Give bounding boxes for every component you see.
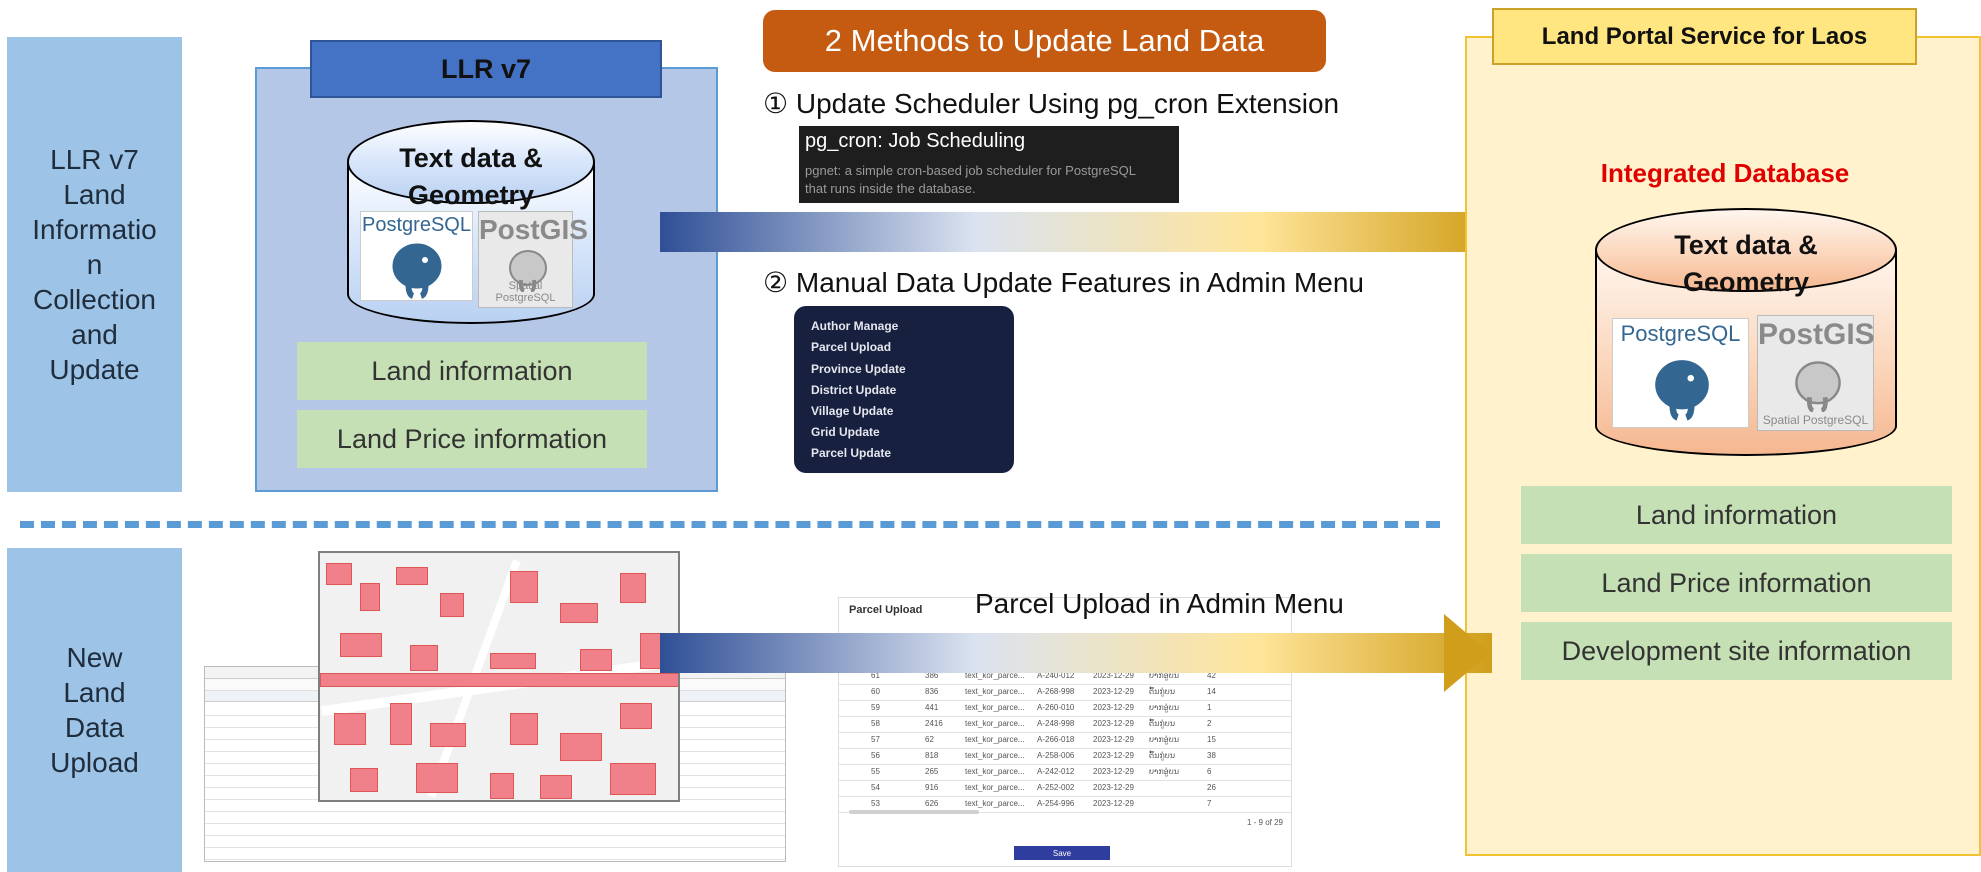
table-row: 55 265 text_kor_parce... A-242-012 2023-… (839, 764, 1291, 781)
admin-menu-item-parcel-update[interactable]: Parcel Update (811, 446, 892, 460)
pg-cron-panel: pg_cron: Job Scheduling pgnet: a simple … (799, 126, 1179, 203)
map-parcel (320, 673, 678, 687)
map-parcel (510, 571, 538, 603)
map-parcel (440, 593, 464, 617)
map-parcel (620, 573, 646, 603)
postgis-logo-text: PostGIS (1758, 318, 1875, 351)
admin-menu-item-parcel-upload[interactable]: Parcel Upload (811, 340, 892, 354)
postgis-logo: PostGIS Spatial PostgreSQL (478, 211, 588, 308)
admin-menu-item-province-update[interactable]: Province Update (811, 362, 906, 376)
map-parcel (560, 733, 602, 761)
method-2-label: ② Manual Data Update Features in Admin M… (763, 267, 1364, 298)
elephant-icon (1795, 361, 1841, 412)
admin-menu-item-author-manage[interactable]: Author Manage (811, 319, 899, 333)
parcel-map-screenshot (318, 551, 680, 802)
methods-banner: 2 Methods to Update Land Data (763, 10, 1326, 72)
table-row: 58 2416 text_kor_parce... A-248-998 2023… (839, 716, 1291, 733)
map-parcel (510, 713, 538, 745)
map-parcel (334, 713, 366, 745)
admin-menu-item-district-update[interactable]: District Update (811, 383, 897, 397)
portal-land-information-box: Land information (1521, 486, 1952, 544)
table-row (205, 847, 785, 860)
table-row (205, 811, 785, 824)
elephant-icon (509, 250, 547, 292)
table-row: 56 818 text_kor_parce... A-258-006 2023-… (839, 748, 1291, 765)
admin-menu-panel: Author Manage Parcel Upload Province Upd… (794, 306, 1014, 473)
section-divider (20, 521, 1440, 528)
admin-menu-item-village-update[interactable]: Village Update (811, 404, 894, 418)
parcel-upload-header: Parcel Upload (849, 604, 923, 616)
postgis-logo: PostGIS Spatial PostgreSQL (1757, 315, 1875, 431)
portal-db-label: Text data & Geometry (1674, 230, 1818, 297)
map-parcel (560, 603, 598, 623)
map-parcel (430, 723, 466, 747)
section-label-new-upload: New Land Data Upload (7, 548, 182, 872)
postgis-logo-subtext: Spatial PostgreSQL (495, 280, 556, 304)
portal-development-site-box: Development site information (1521, 622, 1952, 680)
map-parcel (490, 653, 536, 669)
postgresql-logo-text: PostgreSQL (1620, 321, 1741, 346)
parcel-upload-caption: Parcel Upload in Admin Menu (975, 588, 1344, 619)
table-row: 60 836 text_kor_parce... A-268-998 2023-… (839, 684, 1291, 701)
elephant-icon (389, 240, 445, 299)
llr-land-information-box: Land information (297, 342, 647, 400)
table-row (205, 799, 785, 812)
pg-cron-description: pgnet: a simple cron-based job scheduler… (805, 163, 1136, 196)
map-parcel (580, 649, 612, 671)
elephant-icon (1651, 356, 1713, 421)
admin-menu-item-grid-update[interactable]: Grid Update (811, 425, 880, 439)
section-label-llr-update: LLR v7 Land Informatio n Collection and … (7, 37, 182, 492)
map-parcel (396, 567, 428, 585)
map-parcel (326, 563, 352, 585)
table-row (205, 835, 785, 848)
map-parcel (540, 775, 572, 799)
table-row: 53 626 text_kor_parce... A-254-996 2023-… (839, 796, 1291, 813)
map-parcel (350, 768, 378, 792)
map-parcel (490, 773, 514, 799)
postgresql-logo: PostgreSQL (360, 211, 473, 301)
postgis-logo-text: PostGIS (479, 214, 588, 245)
table-row: 57 62 text_kor_parce... A-266-018 2023-1… (839, 732, 1291, 749)
portal-title: Land Portal Service for Laos (1492, 8, 1917, 65)
table-row: 61 386 text_kor_parce... A-240-012 2023-… (839, 668, 1291, 685)
map-parcel (416, 763, 458, 793)
llr-title: LLR v7 (310, 40, 662, 98)
llr-db-label: Text data & Geometry (399, 143, 543, 210)
postgresql-logo: PostgreSQL (1612, 318, 1749, 428)
integrated-database-label: Integrated Database (1600, 158, 1850, 188)
method-1-label: ① Update Scheduler Using pg_cron Extensi… (763, 88, 1340, 119)
table-scrollbar[interactable] (849, 810, 979, 814)
table-row: 59 441 text_kor_parce... A-260-010 2023-… (839, 700, 1291, 717)
portal-land-price-box: Land Price information (1521, 554, 1952, 612)
map-parcel (410, 645, 438, 671)
map-parcel (620, 703, 652, 729)
table-pagination: 1 - 9 of 29 (1246, 818, 1283, 827)
map-parcel (360, 583, 380, 611)
save-button[interactable]: Save (1014, 846, 1110, 860)
map-parcel (340, 633, 382, 657)
map-parcel (610, 763, 656, 795)
table-row: 54 916 text_kor_parce... A-252-002 2023-… (839, 780, 1291, 797)
postgis-logo-subtext: Spatial PostgreSQL (1762, 413, 1869, 427)
llr-land-price-box: Land Price information (297, 410, 647, 468)
pg-cron-title: pg_cron: Job Scheduling (805, 130, 1026, 152)
map-parcel (390, 703, 412, 745)
table-row (205, 823, 785, 836)
postgresql-logo-text: PostgreSQL (362, 214, 471, 236)
